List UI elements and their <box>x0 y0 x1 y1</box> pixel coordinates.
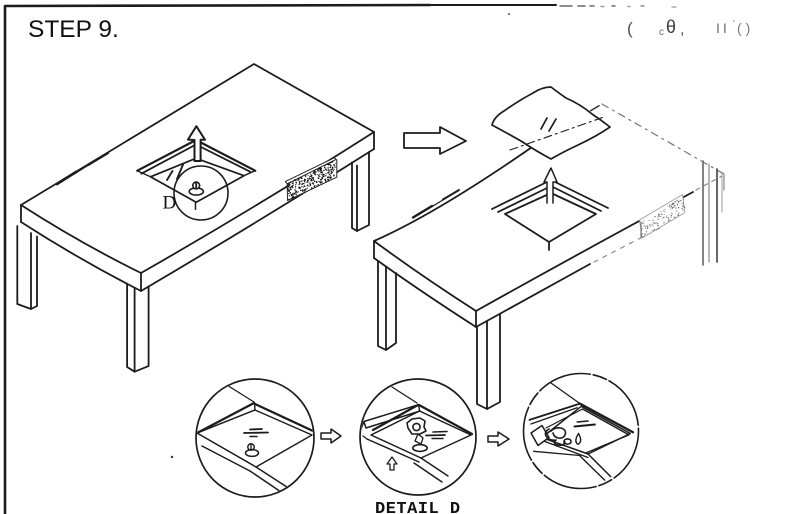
svg-text:θ: θ <box>666 17 676 37</box>
svg-text:,: , <box>680 21 684 38</box>
svg-text:': ' <box>733 19 735 30</box>
svg-text:(): () <box>737 20 754 36</box>
svg-text:D: D <box>163 193 177 214</box>
svg-text:(: ( <box>627 19 633 38</box>
svg-text:STEP 9.: STEP 9. <box>28 16 119 43</box>
svg-text:DETAIL D: DETAIL D <box>375 500 461 514</box>
svg-text:II: II <box>716 20 730 36</box>
svg-text:c: c <box>659 27 664 38</box>
